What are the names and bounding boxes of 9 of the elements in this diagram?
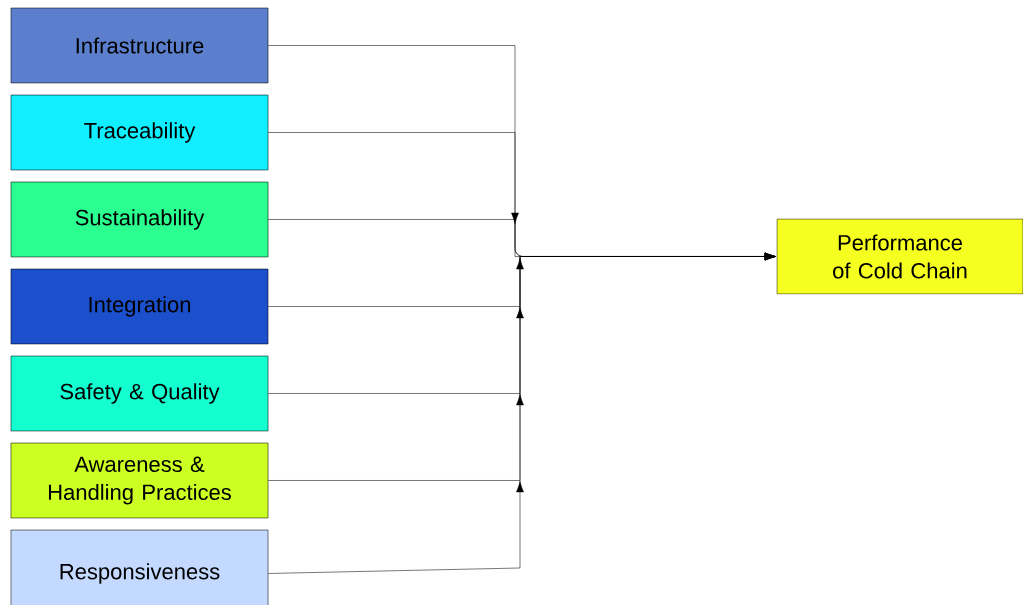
factor-box: Traceability — [10, 94, 269, 171]
factor-box: Responsiveness — [10, 529, 269, 605]
arrow — [268, 252, 776, 574]
factor-box: Performance of Cold Chain — [776, 218, 1023, 295]
factor-box: Integration — [10, 268, 269, 345]
factor-box: Safety & Quality — [10, 355, 269, 432]
factor-box: Infrastructure — [10, 7, 269, 84]
factor-box: Awareness & Handling Practices — [10, 442, 269, 519]
factor-box: Sustainability — [10, 181, 269, 258]
